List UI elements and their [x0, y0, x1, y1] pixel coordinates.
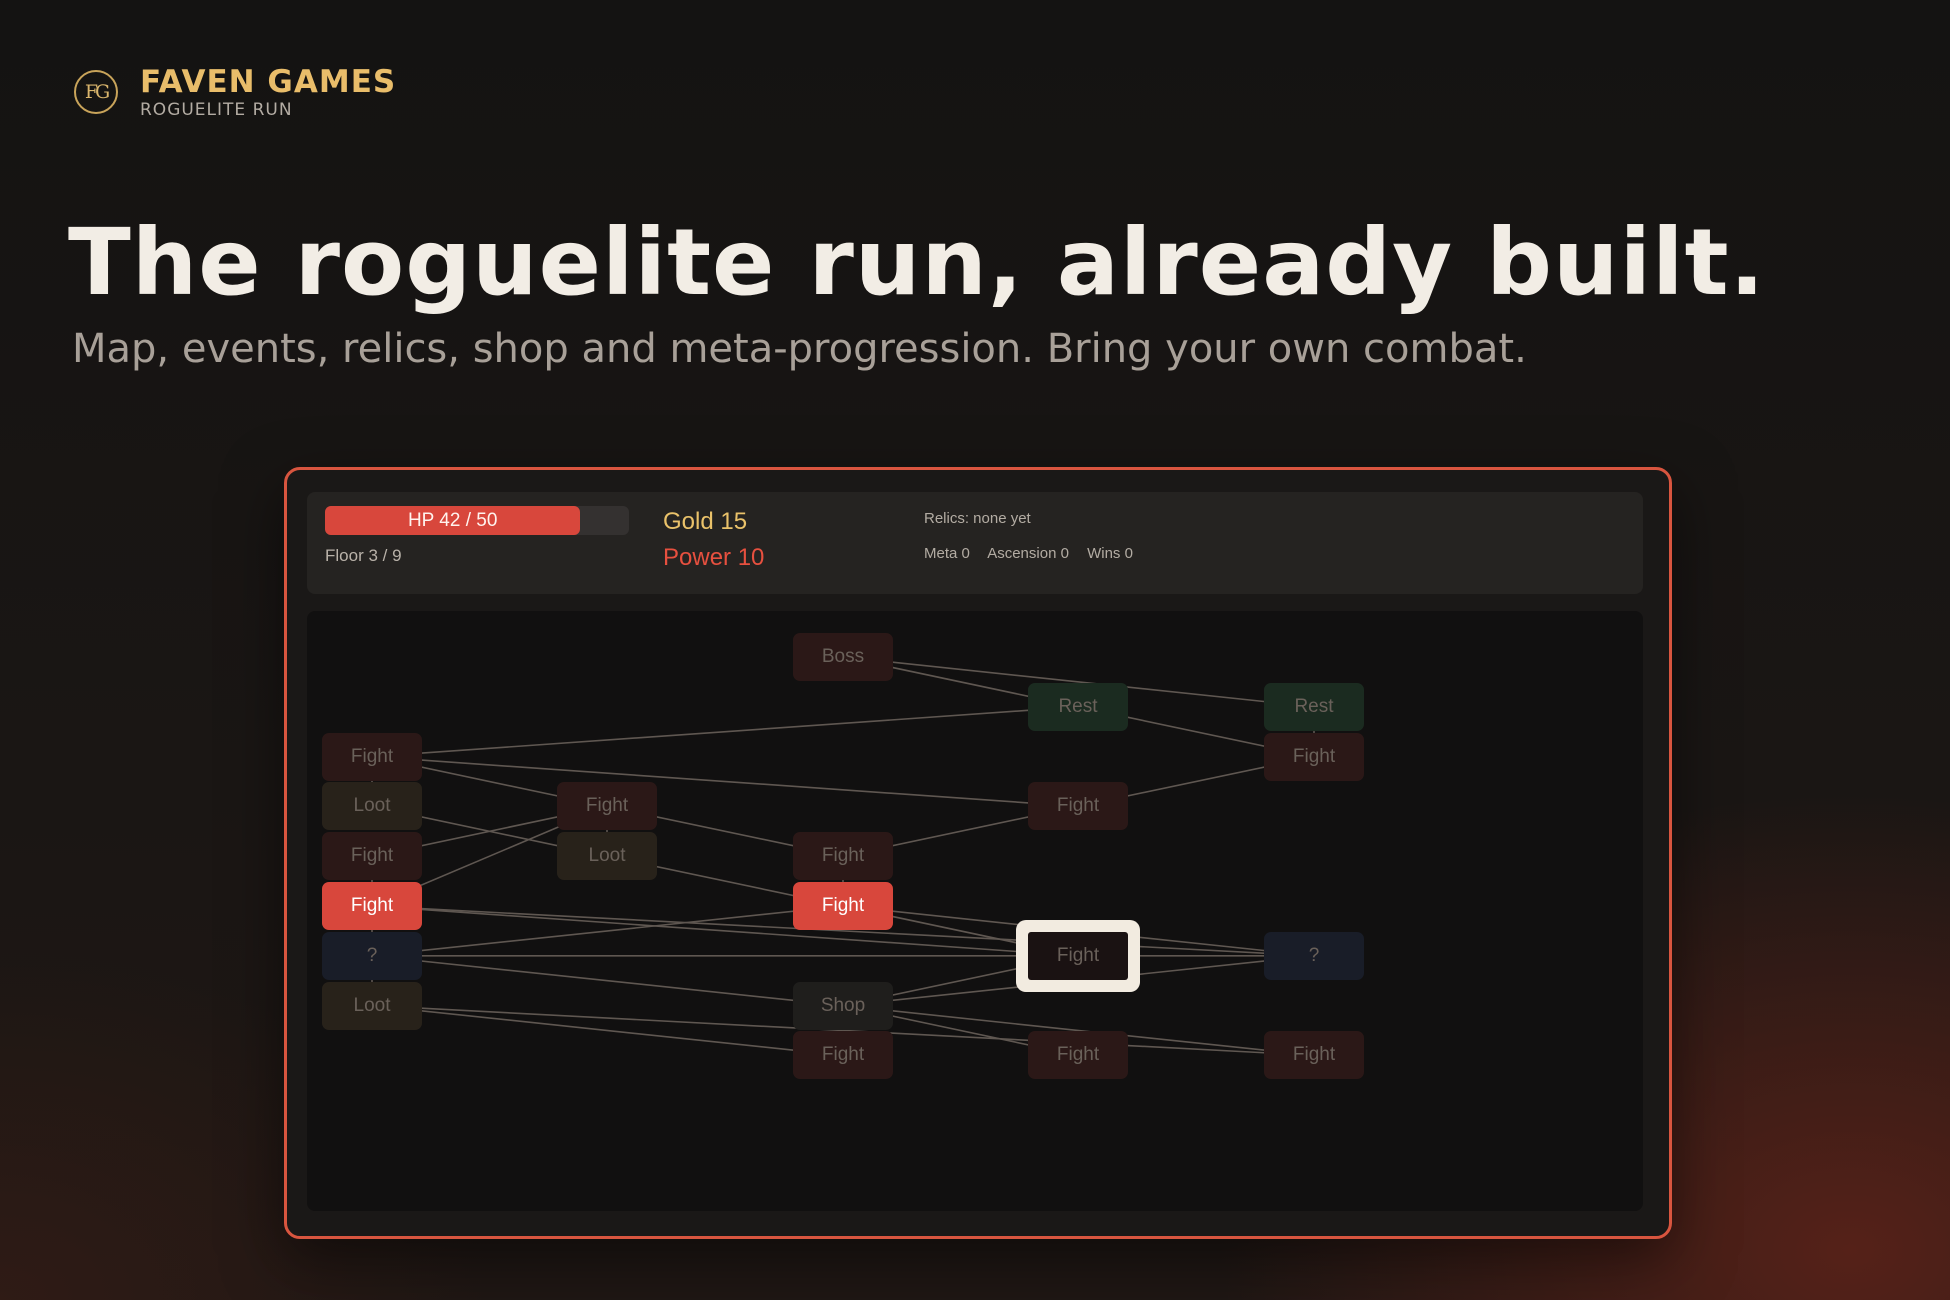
map-path-f0a-f3a — [371, 755, 1079, 808]
map-path-f0c-f3b — [371, 905, 1079, 957]
map-node-rest-r3a[interactable]: Rest — [1028, 682, 1128, 731]
map-node-loot-l0b[interactable]: Loot — [322, 981, 422, 1030]
game-screenshot-frame: HP 42 / 50 Floor 3 / 9 Gold 15 Power 10 … — [284, 467, 1672, 1239]
hp-bar-fill — [325, 506, 581, 535]
map-node-fight-f0a[interactable]: Fight — [322, 732, 422, 781]
ascension-count: Ascension 0 — [987, 545, 1069, 562]
map-node-loot-l0a[interactable]: Loot — [322, 782, 422, 831]
faven-games-logo-icon: FG — [74, 70, 118, 114]
map-node-fight-f3c[interactable]: Fight — [1028, 1031, 1128, 1080]
map-node-fight-f2b[interactable]: Fight — [793, 882, 893, 930]
hud-panel: HP 42 / 50 Floor 3 / 9 Gold 15 Power 10 … — [307, 492, 1643, 594]
gold-counter: Gold 15 — [663, 508, 748, 535]
map-node-fight-f0b[interactable]: Fight — [322, 832, 422, 881]
map-node-fight-f1a[interactable]: Fight — [557, 782, 657, 831]
map-node-rest-r4a[interactable]: Rest — [1264, 682, 1364, 731]
map-path-f0c-e4a — [371, 905, 1315, 957]
brand-tagline: ROGUELITE RUN — [140, 100, 293, 120]
meta-progression: Meta 0 Ascension 0 Wins 0 — [924, 545, 1147, 562]
map-path-e0a-s2a — [371, 955, 844, 1007]
floor-counter: Floor 3 / 9 — [325, 546, 402, 565]
meta-count: Meta 0 — [924, 545, 970, 562]
brand: FG FAVEN GAMES ROGUELITE RUN — [74, 64, 396, 120]
map-path-f0a-r3a — [371, 706, 1079, 758]
map-node-event-e0a[interactable]: ? — [322, 931, 422, 980]
map-node-fight-f3a[interactable]: Fight — [1028, 782, 1128, 831]
map-node-fight-f4a[interactable]: Fight — [1264, 732, 1364, 781]
map-path-boss-r4a — [842, 656, 1315, 708]
map-node-fight-f0c[interactable]: Fight — [322, 882, 422, 930]
map-node-loot-l1a[interactable]: Loot — [557, 832, 657, 881]
power-counter: Power 10 — [663, 544, 765, 571]
hero-subline: Map, events, relics, shop and meta-progr… — [72, 326, 1527, 372]
map-node-fight-f2a[interactable]: Fight — [793, 832, 893, 881]
hero-headline: The roguelite run, already built. — [68, 209, 1766, 316]
map-node-shop-s2a[interactable]: Shop — [793, 981, 893, 1030]
map-node-fight-f2c[interactable]: Fight — [793, 1031, 893, 1080]
map-path-f2b-e4a — [842, 905, 1315, 957]
brand-text: FAVEN GAMES ROGUELITE RUN — [140, 64, 396, 120]
map-path-f2b-e0a — [371, 905, 844, 957]
wins-count: Wins 0 — [1087, 545, 1133, 562]
brand-name: FAVEN GAMES — [140, 64, 397, 100]
map-node-boss-boss[interactable]: Boss — [793, 633, 893, 681]
relics-status: Relics: none yet — [924, 510, 1031, 527]
hp-bar: HP 42 / 50 — [325, 506, 629, 535]
map-path-e4a-s2a — [842, 955, 1315, 1007]
map-path-l0b-f2c — [371, 1004, 844, 1057]
hp-label: HP 42 / 50 — [407, 509, 498, 531]
map-node-fight-f3b[interactable]: Fight — [1028, 931, 1128, 980]
map-paths — [371, 656, 1315, 1057]
map-node-event-e4a[interactable]: ? — [1264, 931, 1364, 980]
map-path-s2a-f4c — [842, 1004, 1315, 1057]
map-node-fight-f4c[interactable]: Fight — [1264, 1031, 1364, 1080]
